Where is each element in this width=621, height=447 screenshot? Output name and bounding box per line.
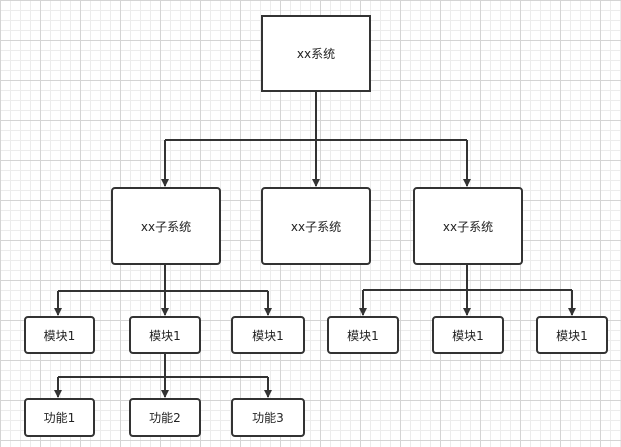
module-node-right-2[interactable]: 模块1 [432, 316, 504, 354]
module-label: 模块1 [149, 328, 181, 343]
module-node-right-3[interactable]: 模块1 [536, 316, 608, 354]
module-label: 模块1 [347, 328, 379, 343]
subsystem-label: xx子系统 [290, 219, 342, 234]
function-node-1[interactable]: 功能1 [24, 398, 95, 437]
root-system-node[interactable]: xx系统 [261, 15, 371, 92]
module-label: 模块1 [43, 328, 76, 343]
module-node-left-2[interactable]: 模块1 [129, 316, 201, 354]
subsystem-node-2[interactable]: xx子系统 [261, 187, 371, 265]
module-node-right-1[interactable]: 模块1 [327, 316, 399, 354]
function-label: 功能1 [43, 411, 76, 425]
module-label: 模块1 [252, 328, 284, 343]
function-label: 功能3 [252, 411, 284, 425]
function-node-2[interactable]: 功能2 [129, 398, 201, 437]
subsystem-label: xx子系统 [140, 219, 192, 234]
subsystem-label: xx子系统 [442, 219, 494, 234]
function-node-3[interactable]: 功能3 [231, 398, 305, 437]
module-node-left-3[interactable]: 模块1 [231, 316, 305, 354]
subsystem-node-3[interactable]: xx子系统 [413, 187, 523, 265]
subsystem-node-1[interactable]: xx子系统 [111, 187, 221, 265]
root-system-label: xx系统 [296, 47, 336, 61]
module-label: 模块1 [556, 328, 588, 343]
function-label: 功能2 [149, 411, 181, 425]
module-label: 模块1 [452, 328, 484, 343]
module-node-left-1[interactable]: 模块1 [24, 316, 95, 354]
